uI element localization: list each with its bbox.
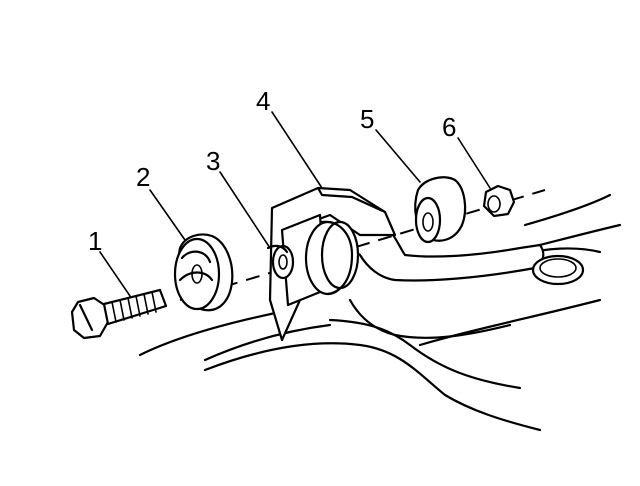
bolt <box>70 288 168 340</box>
callout-5: 5 <box>360 104 374 134</box>
callout-1: 1 <box>88 226 102 256</box>
spacer-sleeve <box>266 244 295 280</box>
frame-hole <box>531 254 585 286</box>
assembly-axis <box>179 189 546 301</box>
bushing-body <box>304 220 360 296</box>
callout-2: 2 <box>136 162 150 192</box>
callout-4: 4 <box>256 86 270 116</box>
nut <box>482 184 516 218</box>
callout-6: 6 <box>442 112 456 142</box>
insulator <box>173 233 234 312</box>
leader-lines <box>99 111 491 297</box>
callout-3: 3 <box>206 146 220 176</box>
washer <box>414 176 467 244</box>
